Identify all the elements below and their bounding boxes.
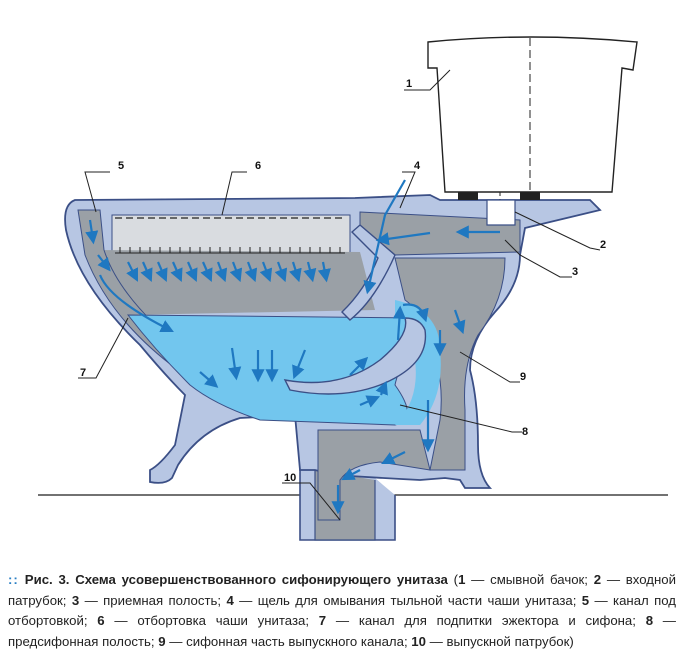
trap-water [395, 300, 441, 425]
label-1: 1 [406, 78, 412, 90]
label-8: 8 [522, 426, 528, 438]
caption-open: ( [447, 572, 459, 587]
toilet-diagram: 1 2 3 4 5 6 7 8 9 10 [38, 36, 668, 541]
caption-num-1: 1 [458, 572, 466, 587]
label-10: 10 [284, 472, 296, 484]
label-2: 2 [600, 239, 606, 251]
caption-num-5: 5 [581, 592, 590, 608]
caption-text-6: — отбортовка чаши унитаза; [104, 613, 319, 628]
flow-arrows [85, 179, 500, 515]
caption-num-3: 3 [71, 592, 80, 608]
figure-caption: ::Рис. 3. Схема усовершенствованного сиф… [8, 570, 676, 652]
caption-title: Рис. 3. Схема усовершенствованного сифон… [24, 572, 448, 587]
caption-text-3: — приемная полость; [79, 592, 227, 608]
label-3: 3 [572, 266, 578, 278]
caption-text-1: — смывной бачок; [465, 572, 594, 587]
caption-num-2: 2 [593, 572, 602, 587]
caption-text-9: — сифонная часть выпускного канала; [165, 633, 412, 649]
label-6: 6 [255, 160, 261, 172]
caption-text-10: — выпускной патрубок) [425, 633, 574, 649]
caption-text-8: — предсифонная полость; [8, 613, 676, 649]
caption-num-9: 9 [158, 633, 166, 649]
label-7: 7 [80, 367, 86, 379]
rim-teeth [115, 247, 345, 254]
flush-tank [427, 36, 638, 220]
caption-text-5: — канал под отбортовкой; [8, 592, 677, 629]
label-4: 4 [414, 160, 421, 172]
caption-text-2: — входной патрубок; [8, 572, 676, 608]
caption-num-10: 10 [411, 633, 426, 649]
rim-cavity [111, 214, 351, 256]
caption-marker: :: [8, 572, 19, 587]
caption-num-6: 6 [97, 613, 105, 628]
caption-num-7: 7 [318, 613, 327, 628]
caption-num-8: 8 [645, 613, 654, 628]
bowl-upper [95, 250, 375, 315]
inlet-pipe [486, 199, 516, 226]
label-5: 5 [118, 160, 124, 172]
caption-text-4: — щель для омывания тыльной части чаши у… [233, 592, 582, 608]
label-9: 9 [520, 371, 526, 383]
caption-num-4: 4 [226, 592, 234, 608]
caption-text-7: — канал для подпитки эжектора и сифона; [326, 613, 646, 628]
leader-lines [78, 69, 601, 521]
